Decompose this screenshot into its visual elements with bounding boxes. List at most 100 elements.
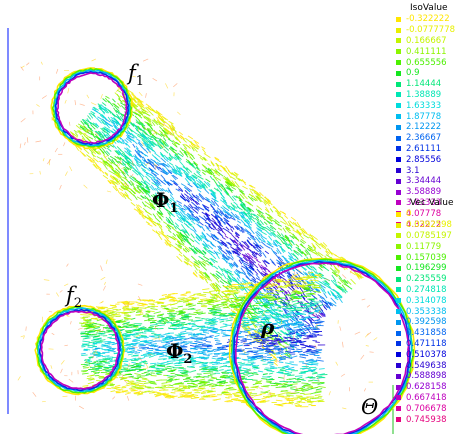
flow-arrow: [234, 270, 241, 275]
flow-arrow: [136, 150, 142, 157]
flow-arrow: [252, 246, 260, 253]
flow-arrow: [270, 248, 276, 255]
flow-arrow: [170, 315, 176, 318]
flow-arrow: [211, 234, 218, 240]
flow-arrow: [273, 286, 278, 291]
flow-arrow: [283, 380, 292, 383]
flow-arrow: [220, 165, 225, 169]
flow-arrow: [244, 338, 252, 341]
flow-arrow: [130, 189, 136, 195]
flow-arrow: [166, 224, 172, 230]
flow-arrow: [109, 155, 117, 161]
flow-arrow: [289, 309, 296, 312]
flow-arrow: [236, 210, 242, 214]
flow-arrow: [242, 185, 248, 190]
flow-arrow: [290, 280, 297, 283]
flow-arrow: [203, 246, 207, 251]
flow-arrow: [200, 264, 208, 271]
flow-arrow: [197, 206, 205, 211]
flow-arrow: [235, 269, 241, 274]
flow-arrow: [234, 250, 240, 256]
flow-arrow: [278, 376, 284, 379]
flow-arrow: [133, 122, 138, 129]
flow-arrow: [215, 300, 221, 302]
flow-arrow: [256, 329, 261, 334]
flow-arrow: [216, 303, 225, 306]
flow-arrow: [144, 319, 150, 322]
flow-arrow: [133, 97, 138, 103]
flow-arrow: [90, 374, 95, 377]
flow-arrow: [292, 233, 298, 240]
flow-arrow: [265, 349, 271, 351]
flow-arrow: [235, 225, 240, 230]
flow-arrow: [246, 247, 252, 252]
flow-arrow: [144, 180, 151, 186]
flow-arrow: [210, 331, 217, 333]
flow-arrow: [105, 95, 110, 99]
flow-arrow: [258, 316, 265, 319]
flow-arrow: [163, 133, 168, 139]
flow-arrow: [173, 182, 178, 186]
flow-arrow: [99, 330, 104, 333]
flow-arrow: [175, 167, 181, 174]
flow-arrow: [333, 265, 341, 272]
flow-arrow: [144, 149, 149, 154]
flow-arrow: [134, 372, 141, 376]
flow-arrow: [321, 312, 326, 317]
flow-arrow: [246, 255, 250, 260]
flow-arrow: [78, 130, 86, 137]
flow-arrow: [82, 340, 90, 343]
flow-arrow: [278, 300, 284, 303]
flow-arrow: [103, 134, 108, 139]
flow-arrow: [156, 198, 162, 203]
flow-arrow: [291, 345, 297, 348]
flow-arrow: [166, 239, 172, 244]
flow-arrow: [287, 238, 294, 244]
flow-arrow: [193, 217, 200, 224]
flow-arrow: [185, 169, 190, 174]
flow-arrow: [279, 357, 286, 360]
flow-arrow: [156, 187, 162, 192]
flow-arrow: [211, 297, 218, 300]
flow-arrow: [242, 193, 248, 200]
flow-arrow: [125, 326, 134, 329]
flow-arrow: [315, 288, 321, 293]
flow-arrow: [199, 376, 205, 379]
flow-arrow: [245, 368, 251, 371]
flow-arrow: [301, 379, 306, 382]
flow-arrow: [110, 165, 115, 170]
flow-arrow: [163, 179, 168, 184]
flow-arrow: [253, 371, 258, 374]
flow-arrow: [143, 134, 149, 140]
flow-arrow: [153, 353, 160, 357]
flow-arrow: [106, 309, 114, 312]
flow-arrow: [252, 278, 257, 283]
flow-arrow: [127, 89, 134, 94]
flow-arrow: [265, 288, 271, 290]
flow-arrow: [167, 187, 171, 192]
flow-arrow: [282, 307, 287, 313]
flow-arrow: [198, 215, 206, 221]
flow-arrow: [195, 311, 204, 314]
flow-arrow: [184, 258, 189, 263]
flow-arrow: [92, 348, 98, 351]
flow-arrow: [331, 291, 337, 299]
flow-arrow: [186, 186, 193, 192]
flow-arrow: [148, 110, 154, 116]
flow-arrow: [141, 201, 146, 207]
flow-arrow: [161, 181, 166, 186]
flow-arrow: [239, 369, 246, 372]
flow-arrow: [218, 225, 223, 231]
flow-arrow: [183, 337, 190, 341]
flow-arrow: [165, 219, 170, 224]
flow-arrow: [248, 208, 252, 213]
flow-arrow: [148, 140, 154, 146]
flow-arrow: [138, 188, 144, 195]
flow-arrow: [195, 166, 200, 170]
flow-arrow: [247, 304, 255, 308]
flow-arrow: [246, 270, 252, 277]
flow-arrow: [164, 234, 170, 239]
flow-arrow: [181, 223, 186, 231]
flow-arrow: [198, 255, 204, 260]
flow-arrow: [284, 370, 290, 373]
